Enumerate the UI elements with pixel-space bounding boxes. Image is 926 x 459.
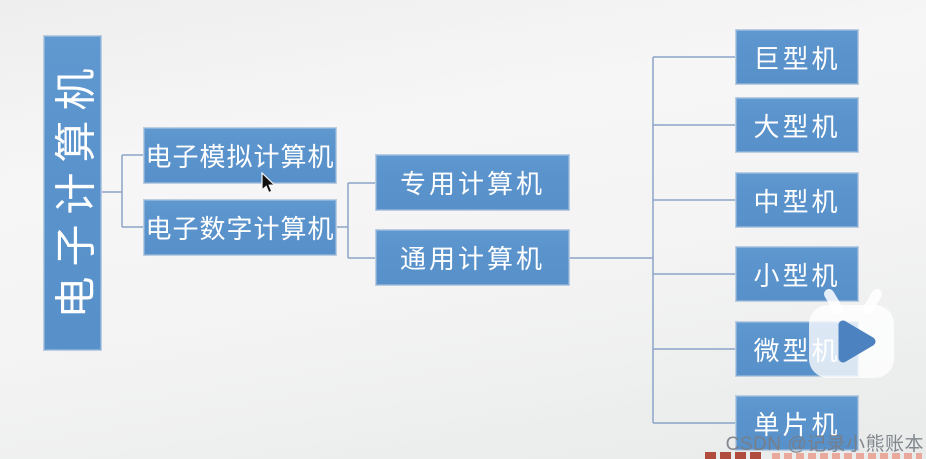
node-analog-computer: 电子模拟计算机 (143, 127, 337, 184)
node-special-purpose-computer: 专用计算机 (375, 154, 570, 211)
node-label: 小型机 (753, 261, 841, 291)
node-label: 通用计算机 (399, 245, 545, 274)
node-general-purpose-computer: 通用计算机 (375, 229, 570, 286)
clipped-red-text-fragment (705, 452, 765, 459)
node-mainframe: 大型机 (735, 97, 859, 153)
play-triangle-icon (838, 320, 876, 363)
node-minicomputer: 小型机 (735, 246, 859, 302)
node-supercomputer: 巨型机 (735, 29, 859, 85)
csdn-watermark: CSDN @记录小熊账本 (725, 434, 924, 455)
node-label: 专用计算机 (399, 170, 545, 199)
node-label: 电子模拟计算机 (145, 143, 335, 172)
node-label: 中型机 (753, 187, 841, 217)
node-label: 电子数字计算机 (145, 215, 335, 244)
clipped-red-text-fragment-light (772, 453, 922, 459)
node-digital-computer: 电子数字计算机 (143, 199, 337, 256)
node-label: 巨型机 (753, 44, 841, 74)
node-midrange-computer: 中型机 (735, 172, 859, 228)
tv-play-icon (809, 289, 894, 378)
node-label: 电子计算机 (54, 57, 101, 319)
node-label: 单片机 (753, 410, 841, 440)
node-label: 大型机 (753, 112, 841, 142)
video-play-button[interactable] (798, 283, 910, 387)
node-single-chip-computer: 单片机 (735, 395, 859, 451)
node-electronic-computer: 电子计算机 (43, 35, 102, 351)
